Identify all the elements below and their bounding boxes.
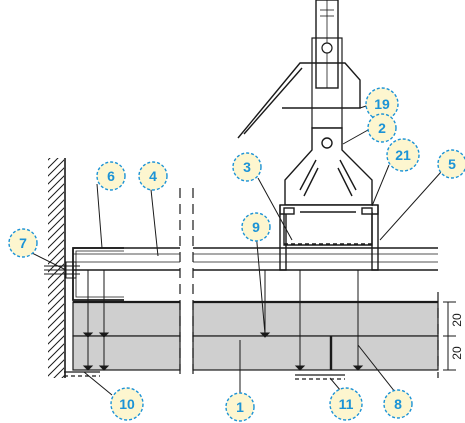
hanger-rod [311, 0, 343, 129]
svg-text:10: 10 [119, 396, 135, 412]
callout-3: 3 [232, 152, 262, 182]
board-upper-right [192, 301, 439, 337]
svg-text:8: 8 [394, 396, 402, 412]
board-lower-right [192, 335, 439, 371]
channel-profiles [72, 247, 438, 301]
svg-text:6: 6 [107, 168, 115, 184]
callout-7: 7 [8, 228, 38, 258]
callout-21: 21 [386, 138, 420, 172]
svg-text:19: 19 [374, 96, 390, 112]
wall [48, 158, 66, 378]
callout-1: 1 [225, 392, 255, 422]
callout-19: 19 [365, 87, 399, 121]
board-upper-left [72, 301, 181, 337]
plasterboard-layers [72, 300, 439, 371]
callout-6: 6 [96, 161, 126, 191]
bracing-wire [237, 62, 361, 139]
svg-text:11: 11 [339, 396, 354, 412]
svg-text:3: 3 [243, 159, 251, 175]
callout-8: 8 [383, 389, 413, 419]
dimension-line [443, 301, 456, 371]
cover-strips [64, 371, 345, 380]
callout-11: 11 [329, 387, 363, 421]
board-lower-left [72, 335, 181, 371]
dimension-lower-label: 20 [450, 346, 464, 360]
break-lines [179, 188, 439, 378]
svg-text:4: 4 [149, 168, 157, 184]
callout-5: 5 [437, 149, 465, 179]
main-channel-section [279, 204, 379, 271]
svg-text:9: 9 [252, 219, 260, 235]
svg-text:5: 5 [448, 156, 456, 172]
svg-text:7: 7 [19, 235, 27, 251]
callout-4: 4 [138, 161, 168, 191]
dimension-upper-label: 20 [450, 313, 464, 327]
svg-text:1: 1 [236, 399, 244, 415]
suspension-hanger [284, 127, 373, 206]
callout-2: 2 [367, 113, 397, 143]
svg-text:2: 2 [378, 120, 386, 136]
screws [82, 270, 364, 371]
callout-9: 9 [241, 212, 271, 242]
callout-10: 10 [110, 387, 144, 421]
svg-text:21: 21 [395, 147, 411, 163]
